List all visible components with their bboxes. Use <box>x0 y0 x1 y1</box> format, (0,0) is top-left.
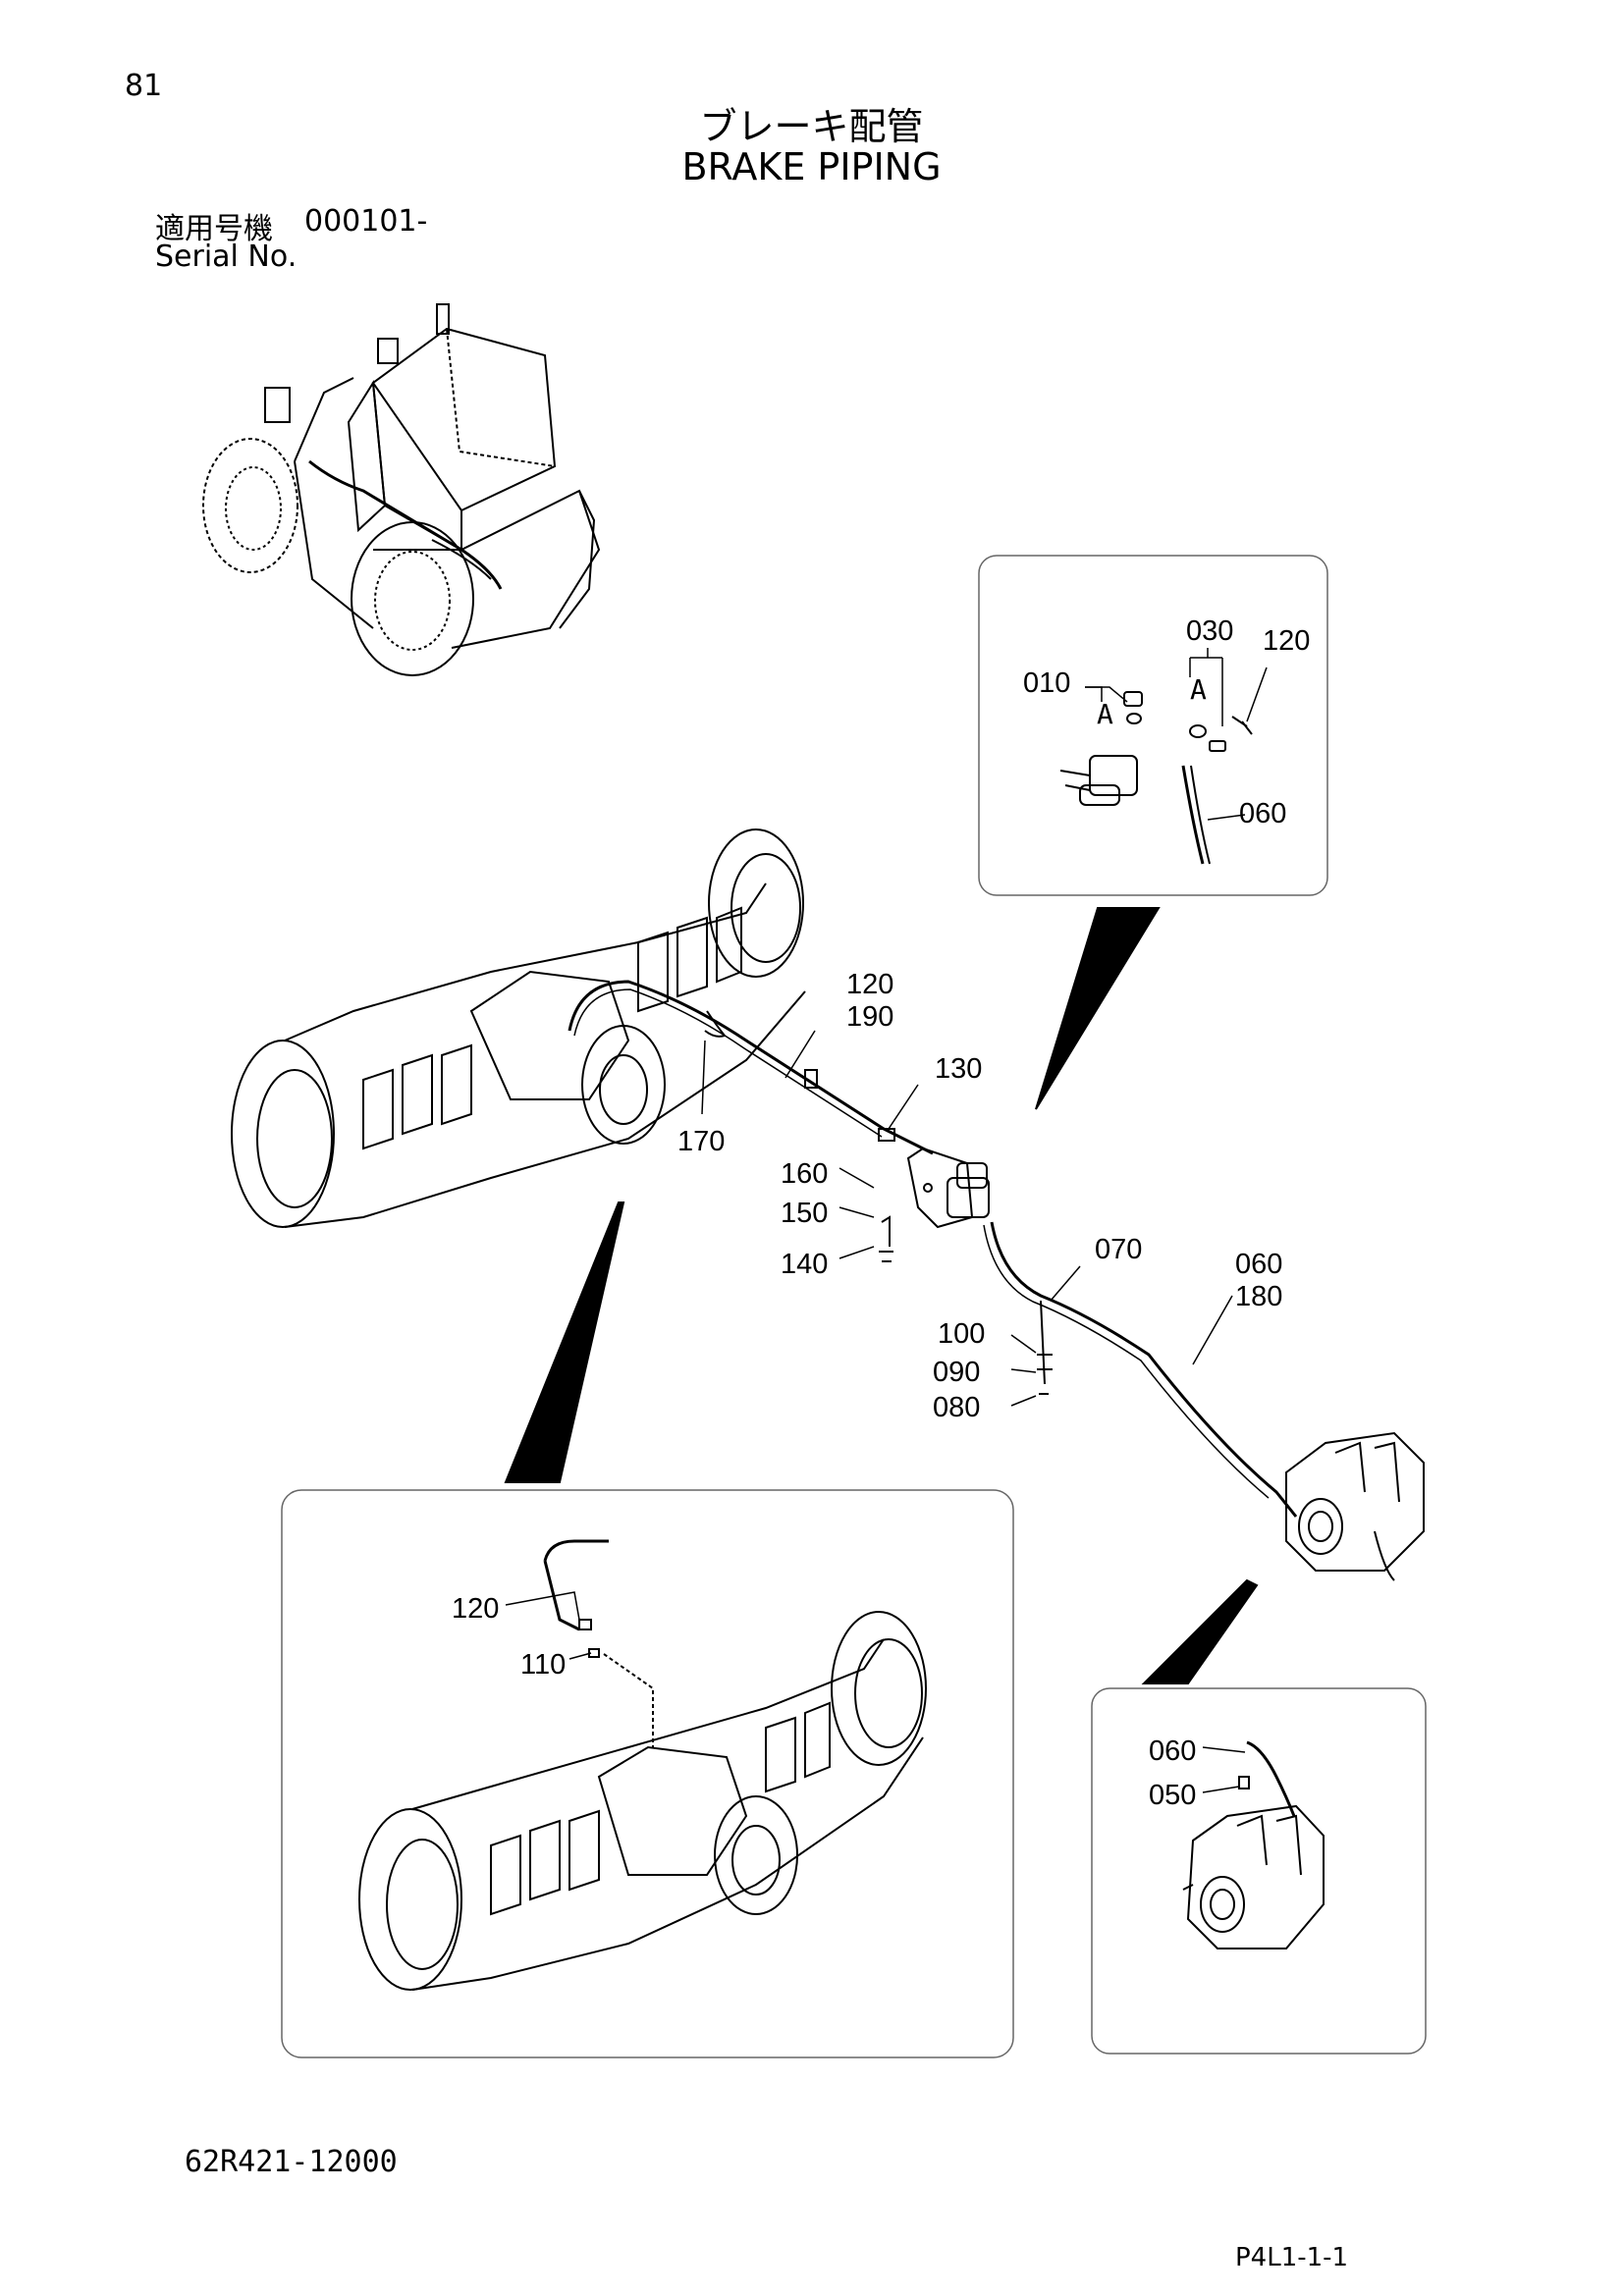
part-label-010: 010 <box>1023 667 1070 699</box>
page-number: 81 <box>125 69 163 103</box>
view-label-a-right: A <box>1190 673 1207 706</box>
part-label-090: 090 <box>933 1357 980 1388</box>
part-label-120: 120 <box>846 969 893 1000</box>
part-label-130: 130 <box>935 1053 982 1085</box>
detail-inset-axle <box>281 1489 1014 2058</box>
page-title-english: BRAKE PIPING <box>681 145 942 188</box>
part-label-060: 060 <box>1235 1249 1282 1280</box>
brake-pump-drawing <box>1285 1431 1425 1581</box>
part-label-050: 050 <box>1149 1780 1196 1811</box>
part-label-190: 190 <box>846 1001 893 1033</box>
part-label-120-inset: 120 <box>1263 625 1310 657</box>
part-label-160: 160 <box>781 1158 828 1190</box>
part-label-110: 110 <box>520 1649 566 1681</box>
pointer-triangle-inset-a <box>1035 907 1161 1110</box>
part-label-150: 150 <box>781 1198 828 1229</box>
main-leaders <box>701 1030 1233 1407</box>
part-label-030: 030 <box>1186 615 1233 647</box>
part-label-180: 180 <box>1235 1281 1282 1312</box>
inset-a-leaders <box>1085 648 1268 821</box>
axle-inset-leaders <box>505 1591 592 1660</box>
detail-inset-pump <box>1091 1687 1427 2055</box>
detail-inset-master-cylinder <box>978 555 1328 896</box>
serial-label-english: Serial No. <box>155 240 298 274</box>
part-label-060-pump-inset: 060 <box>1149 1735 1196 1767</box>
part-label-140: 140 <box>781 1249 828 1280</box>
part-label-060-inset: 060 <box>1239 798 1286 829</box>
part-label-170: 170 <box>677 1126 725 1157</box>
brake-pipe-main <box>568 980 1298 1518</box>
master-cylinder-detail <box>1059 691 1253 865</box>
part-label-120-axle-inset: 120 <box>452 1593 499 1625</box>
machine-overview-drawing <box>202 303 601 676</box>
pump-detail-drawing <box>1182 1740 1325 1949</box>
serial-range: 000101- <box>304 204 428 239</box>
axle-detail-drawing <box>358 1539 927 1991</box>
main-axle-drawing <box>231 828 806 1228</box>
pump-inset-leaders <box>1202 1746 1246 1793</box>
serial-label-japanese: 適用号機 <box>155 212 273 246</box>
page-title-japanese: ブレーキ配管 <box>699 105 924 148</box>
part-label-080: 080 <box>933 1392 980 1423</box>
pointer-triangle-axle-inset <box>504 1201 625 1483</box>
pointer-triangle-pump-inset <box>1141 1578 1259 1684</box>
drawing-number: 62R421-12000 <box>185 2145 398 2179</box>
part-label-100: 100 <box>938 1318 985 1350</box>
page-code: P4L1-1-1 <box>1235 2243 1349 2272</box>
part-label-070: 070 <box>1095 1234 1142 1265</box>
view-label-a-left: A <box>1097 698 1113 730</box>
